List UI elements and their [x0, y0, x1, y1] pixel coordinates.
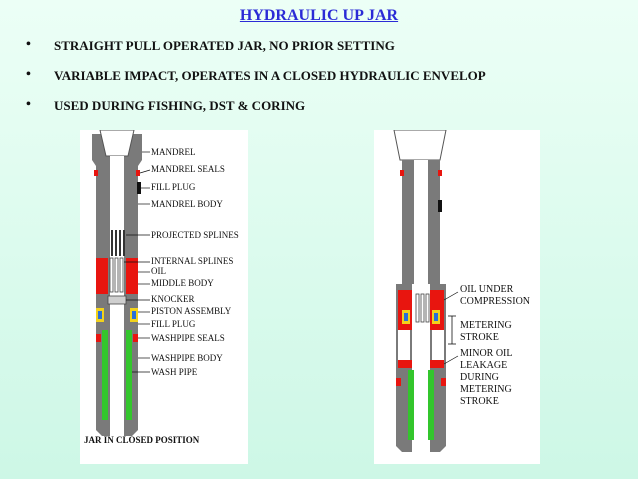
mandrel-bore-lower [412, 284, 430, 456]
washpipe-seal [133, 334, 138, 342]
label-minor-oil: MINOR OIL [460, 348, 513, 359]
closed-jar-panel: MANDREL MANDREL SEALS FILL PLUG MANDREL … [80, 129, 248, 464]
label-mandrel: MANDREL [151, 147, 196, 157]
wash-pipe-right [428, 370, 434, 440]
bullet-dot-icon: • [26, 67, 31, 82]
internal-splines [109, 257, 124, 293]
oil-chamber-left [96, 258, 108, 294]
label-stroke-2: STROKE [460, 396, 499, 407]
caption-closed-position: JAR IN CLOSED POSITION [84, 435, 200, 445]
internal-splines [415, 293, 430, 323]
label-washpipe-seals: WASHPIPE SEALS [151, 333, 225, 343]
fill-plug-top [137, 182, 141, 194]
label-middle-body: MIDDLE BODY [151, 278, 214, 288]
piston-assembly [96, 308, 138, 322]
bullet-list: • STRAIGHT PULL OPERATED JAR, NO PRIOR SE… [26, 37, 486, 128]
label-knocker: KNOCKER [151, 294, 195, 304]
oil-chamber-right [126, 258, 138, 294]
label-internal-splines: INTERNAL SPLINES [151, 256, 233, 266]
label-compression: COMPRESSION [460, 296, 530, 307]
label-oil-under: OIL UNDER [460, 284, 514, 295]
label-fill-plug-lower: FILL PLUG [151, 319, 196, 329]
label-washpipe-body: WASHPIPE BODY [151, 353, 223, 363]
projected-splines [111, 230, 125, 256]
metering-jar-diagram: OIL UNDER COMPRESSION METERING STROKE MI… [393, 129, 530, 460]
label-oil: OIL [151, 266, 166, 276]
bullet-item: • USED DURING FISHING, DST & CORING [26, 97, 486, 128]
mandrel [99, 129, 135, 157]
oil-leakage-left [398, 360, 412, 368]
label-leakage: LEAKAGE [460, 360, 507, 371]
metering-gap-left [398, 330, 410, 360]
bullet-item: • VARIABLE IMPACT, OPERATES IN A CLOSED H… [26, 67, 486, 98]
mandrel-seal [400, 170, 404, 176]
metering-gap-right [432, 330, 444, 360]
wash-pipe-right [126, 330, 132, 420]
label-metering: METERING [460, 320, 512, 331]
knocker [107, 295, 127, 305]
closed-jar-diagram: MANDREL MANDREL SEALS FILL PLUG MANDREL … [84, 129, 239, 445]
slide-title: HYDRAULIC UP JAR [239, 7, 399, 24]
oil-leakage-right [430, 360, 444, 368]
bullet-dot-icon: • [26, 37, 31, 52]
wash-pipe-left [408, 370, 414, 440]
mandrel-seal [94, 170, 98, 176]
washpipe-seal [441, 378, 446, 386]
bullet-text: USED DURING FISHING, DST & CORING [54, 98, 306, 113]
bullet-text: VARIABLE IMPACT, OPERATES IN A CLOSED HY… [54, 68, 486, 83]
label-mandrel-body: MANDREL BODY [151, 199, 223, 209]
bullet-dot-icon: • [26, 97, 31, 112]
metering-jar-panel: OIL UNDER COMPRESSION METERING STROKE MI… [374, 129, 540, 464]
label-fill-plug: FILL PLUG [151, 182, 196, 192]
label-metering-2: METERING [460, 384, 512, 395]
label-wash-pipe: WASH PIPE [151, 367, 198, 377]
bullet-item: • STRAIGHT PULL OPERATED JAR, NO PRIOR SE… [26, 37, 486, 68]
label-piston-assembly: PISTON ASSEMBLY [151, 306, 232, 316]
label-mandrel-seals: MANDREL SEALS [151, 164, 225, 174]
label-projected-splines: PROJECTED SPLINES [151, 230, 239, 240]
washpipe-seal [96, 334, 101, 342]
bullet-text: STRAIGHT PULL OPERATED JAR, NO PRIOR SET… [54, 38, 395, 53]
mandrel-seal [136, 170, 140, 176]
piston-assembly [402, 310, 440, 324]
washpipe-seal [396, 378, 401, 386]
fill-plug-top [438, 200, 442, 212]
wash-pipe-left [102, 330, 108, 420]
mandrel [393, 129, 447, 161]
mandrel-seal [438, 170, 442, 176]
label-during: DURING [460, 372, 499, 383]
label-stroke: STROKE [460, 332, 499, 343]
